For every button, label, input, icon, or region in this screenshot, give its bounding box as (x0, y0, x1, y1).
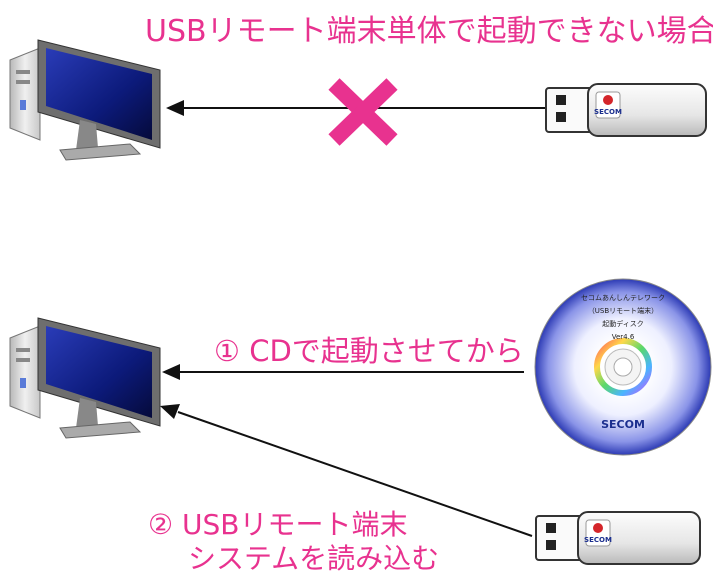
computer-top-icon (9, 39, 161, 161)
step1-label: ① CDで起動させてから (214, 334, 524, 368)
cd-brand: SECOM (601, 418, 645, 431)
diagram-title: USBリモート端末単体で起動できない場合 (145, 14, 713, 49)
cd-disc-icon: セコムあんしんテレワーク （USBリモート端末） 起動ディスク Ver4.6 S… (534, 278, 712, 456)
cd-label-line3: 起動ディスク (602, 319, 644, 328)
computer-bottom-icon (9, 317, 161, 439)
cd-version: Ver4.6 (612, 333, 635, 341)
arrow-usb-to-pc (160, 404, 533, 537)
step2-label-line1: ② USBリモート端末 (148, 508, 408, 541)
step2-label-line2: システムを読み込む (188, 542, 440, 575)
usb-stick-bottom-icon: SECOM (535, 511, 701, 565)
usb-top-brand: SECOM (594, 108, 622, 116)
cross-mark-icon (328, 78, 398, 146)
usb-bottom-brand: SECOM (584, 536, 612, 544)
arrow-cd-to-pc (162, 364, 524, 380)
cd-label-line1: セコムあんしんテレワーク (581, 294, 665, 302)
cd-label-line2: （USBリモート端末） (588, 306, 658, 315)
usb-stick-top-icon: SECOM (545, 83, 707, 137)
